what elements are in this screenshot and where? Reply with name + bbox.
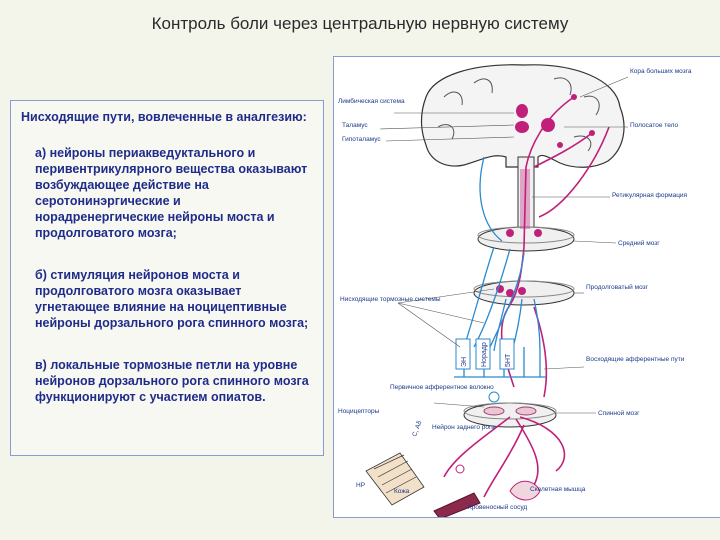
limbic-label: Лимбическая система (338, 97, 405, 105)
neurotransmitter-boxes (455, 338, 515, 370)
medulla-label: Продолговатый мозг (586, 283, 649, 291)
spinal-cord-label: Спинной мозг (598, 409, 640, 417)
serot-label: 5НТ (505, 353, 512, 367)
midbrain-label: Средний мозг (618, 239, 660, 247)
striatum-label: Полосатое тело (630, 122, 678, 129)
reticular-label: Ретикулярная формация (612, 192, 688, 199)
reticular-formation (520, 169, 530, 229)
item-b: б) стимуляция нейронов моста и продолгов… (35, 268, 309, 330)
blood-vessel-shape (433, 492, 481, 520)
dorsal-root-ganglion (455, 464, 465, 474)
inhibitory-synapse (488, 391, 500, 403)
muscle-shape (509, 480, 541, 501)
ascending-label: Восходящие афферентные пути (586, 356, 685, 363)
descending-pathways-panel: Нисходящие пути, вовлеченные в аналгезию… (10, 100, 324, 456)
item-a: а) нейроны периакведуктального и перивен… (35, 146, 308, 240)
descending-pathway-lines (454, 156, 546, 378)
np-label: НР (356, 482, 365, 489)
thalamus-label: Таламус (342, 122, 368, 129)
pain-control-diagram: ЭН Норадр 5НТ (333, 56, 720, 520)
nociceptors-label: Ноцицепторы (338, 408, 380, 415)
skin-lines (373, 454, 417, 494)
dorsal-horn-label: Нейрон заднего рога (432, 423, 495, 431)
skin-label: Кожа (394, 488, 410, 495)
brain-gyri (437, 77, 600, 152)
muscle-label: Скелетная мышца (530, 486, 586, 493)
diagram-svg: ЭН Норадр 5НТ (338, 64, 692, 520)
fibers-label: С, Аδ (411, 420, 423, 438)
page-title: Контроль боли через центральную нервную … (151, 14, 569, 33)
item-c: в) локальные тормозные петли на уровне н… (35, 358, 309, 404)
hypothalamus-label: Гипоталамус (342, 136, 381, 143)
primary-afferent-label: Первичное афферентное волокно (390, 384, 494, 391)
label-leader-lines (379, 76, 629, 414)
enk-label: ЭН (461, 357, 468, 367)
panel-heading: Нисходящие пути, вовлеченные в аналгезию… (21, 110, 307, 124)
nuclei-dots (496, 94, 595, 297)
cortex-label: Кора больших мозга (630, 67, 692, 75)
skin-patch (365, 452, 425, 506)
noradr-label: Норадр (481, 342, 488, 367)
blood-vessel-label: Кровеносный сосуд (468, 503, 527, 511)
descending-label: Нисходящие тормозные системы (340, 296, 441, 303)
